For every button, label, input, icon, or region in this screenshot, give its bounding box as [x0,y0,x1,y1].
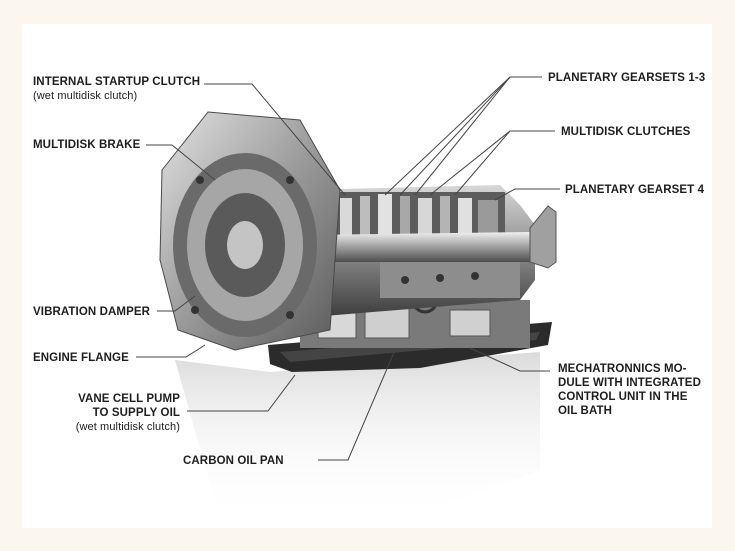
label-vibration-damper: VIBRATION DAMPER [33,306,151,318]
output-flange [529,205,557,269]
label-planetary-gearset-4: PLANETARY GEARSET 4 [565,184,705,196]
label-vane-cell-pump-sub: (wet multidisk clutch) [75,421,180,433]
leader-lines [136,76,560,461]
label-internal-startup-clutch-title: INTERNAL STARTUP CLUTCH [33,76,201,88]
label-mechatronics-line3: CONTROL UNIT IN THE [558,391,688,403]
label-mechatronics-line4: OIL BATH [558,405,613,417]
label-vane-cell-pump-line2: TO SUPPLY OIL [92,407,180,419]
floor-reflection [175,352,540,520]
label-carbon-oil-pan: CARBON OIL PAN [183,455,284,467]
label-mechatronics-line1: MECHATRONNICS MO- [558,363,687,375]
label-multidisk-brake: MULTIDISK BRAKE [33,139,141,151]
label-engine-flange: ENGINE FLANGE [33,352,129,364]
label-multidisk-clutches: MULTIDISK CLUTCHES [561,126,691,138]
label-mechatronics-line2: DULE WITH INTEGRATED [558,377,701,389]
label-vane-cell-pump-line1: VANE CELL PUMP [78,393,180,405]
label-internal-startup-clutch: INTERNAL STARTUP CLUTCH (wet multidisk c… [33,75,200,103]
label-internal-startup-clutch-sub: (wet multidisk clutch) [33,90,138,102]
label-planetary-gearsets-1-3: PLANETARY GEARSETS 1-3 [548,72,706,84]
label-mechatronics-module: MECHATRONNICS MO- DULE WITH INTEGRATED C… [558,362,701,418]
label-vane-cell-pump: VANE CELL PUMP TO SUPPLY OIL (wet multid… [40,392,180,434]
